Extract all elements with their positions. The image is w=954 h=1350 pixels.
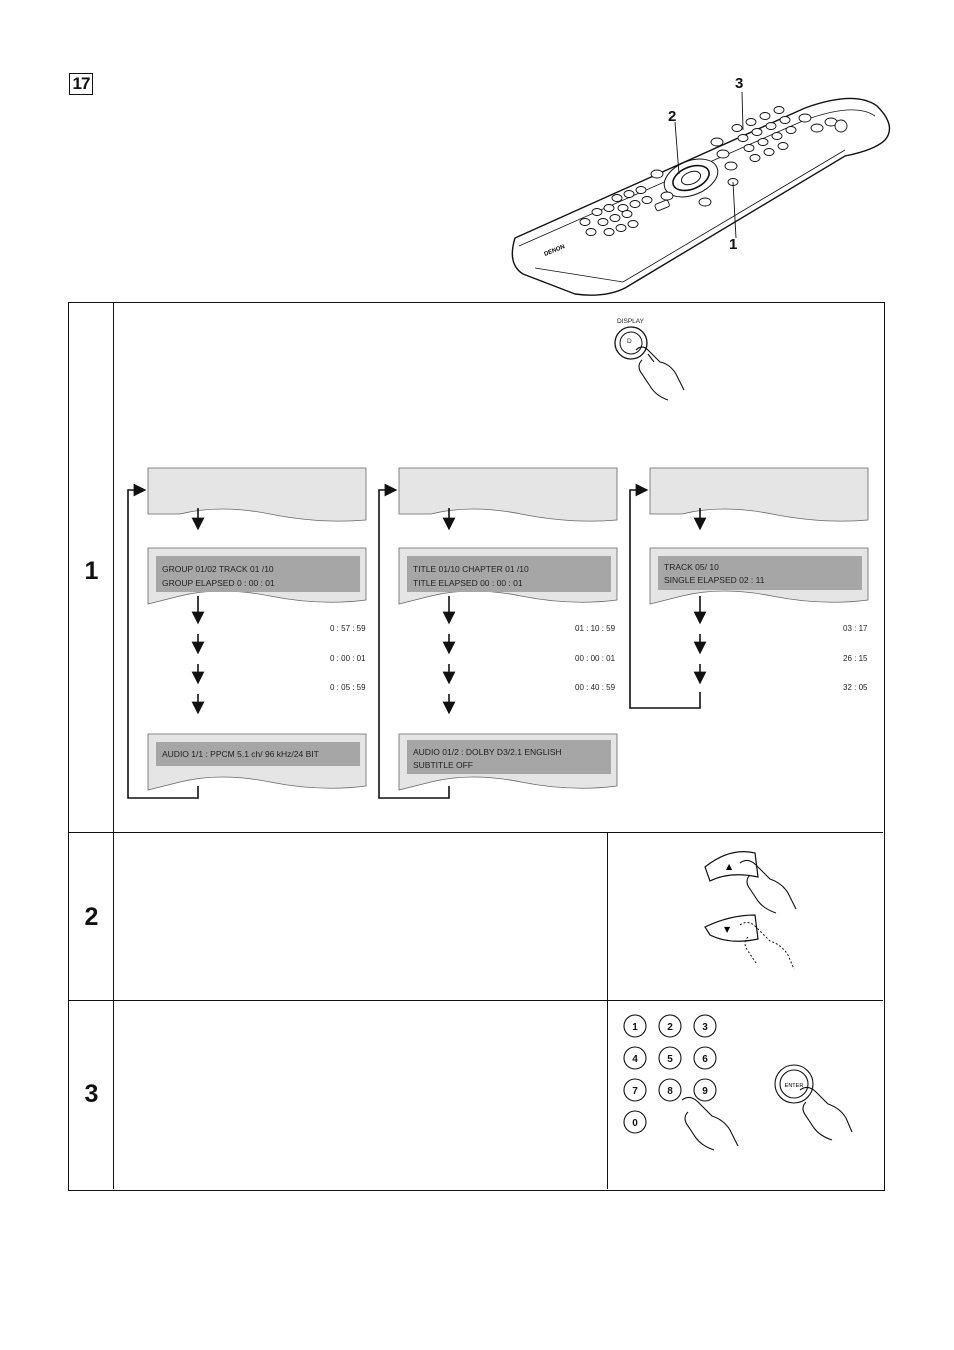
keypad-label-6: 6 [702, 1054, 708, 1065]
display-button-key: D [627, 338, 632, 345]
down-arrow-icon: ▼ [724, 925, 731, 934]
keypad-key-5 [658, 1046, 682, 1070]
down-pressing-finger [739, 921, 795, 970]
pressing-finger [635, 346, 685, 401]
keypad-key-1 [623, 1014, 647, 1038]
display-button-inner [619, 331, 643, 355]
enter-button-inner [779, 1069, 809, 1099]
col1-screen1-line1: GROUP 01/02 TRACK 01 /10 [162, 564, 274, 574]
enter-pressing-finger [799, 1086, 853, 1141]
remote-body [511, 97, 891, 296]
col3-time-3: 32 : 05 [843, 683, 868, 692]
keypad-label-1: 1 [632, 1022, 638, 1033]
up-arrow-icon: ▲ [726, 862, 733, 871]
keypad-label-7: 7 [632, 1086, 638, 1097]
keypad-label-8: 8 [667, 1086, 673, 1097]
col3-screen1-line2: SINGLE ELAPSED 02 : 11 [664, 575, 765, 585]
keypad-key-4 [623, 1046, 647, 1070]
cursor-up-button [704, 851, 759, 882]
col1-lcd-1 [156, 556, 360, 592]
keypad-key-8 [658, 1078, 682, 1102]
keypad-key-0 [623, 1110, 647, 1134]
image-column-divider [607, 832, 608, 1189]
col1-screen2-line1: AUDIO 1/1 : PPCM 5.1 ch/ 96 kHz/24 BIT [162, 749, 319, 759]
row-divider-1 [69, 832, 883, 833]
col2-screen2-line2: SUBTITLE OFF [413, 760, 473, 770]
cursor-buttons-illustration: ▲ ▼ [704, 851, 797, 970]
col2-screen2-line1: AUDIO 01/2 : DOLBY D3/2.1 ENGLISH [413, 747, 562, 757]
col2-time-3: 00 : 40 : 59 [575, 683, 616, 692]
flow-column-3: TRACK 05/ 10 SINGLE ELAPSED 02 : 11 [629, 467, 869, 709]
keypad-label-3: 3 [702, 1022, 708, 1033]
keypad-pressing-finger [681, 1096, 739, 1151]
display-button-label: DISPLAY [617, 318, 644, 325]
steps-table: 1 2 3 [68, 302, 885, 1191]
keypad-key-7 [623, 1078, 647, 1102]
col3-time-1: 03 : 17 [843, 624, 868, 633]
step-number-3: 3 [84, 1080, 99, 1108]
col1-time-3: 0 : 05 : 59 [330, 683, 366, 692]
col2-screen1-line1: TITLE 01/10 CHAPTER 01 /10 [413, 564, 529, 574]
col1-lcd-2 [156, 742, 360, 766]
col2-lcd-1 [407, 556, 611, 592]
up-pressing-finger [739, 859, 797, 914]
flow-column-1: GROUP 01/02 TRACK 01 /10 GROUP ELAPSED 0… [127, 467, 367, 799]
display-button-illustration [614, 326, 685, 401]
col1-time-2: 0 : 00 : 01 [330, 654, 366, 663]
col2-lcd-2 [407, 740, 611, 774]
callout-3-leader [741, 91, 744, 131]
col3-time-2: 26 : 15 [843, 654, 868, 663]
remote-callout-3: 3 [735, 75, 744, 92]
step-number-2: 2 [84, 903, 99, 931]
col2-screen1-line2: TITLE ELAPSED 00 : 00 : 01 [413, 578, 523, 588]
col2-loop-arrow [378, 483, 450, 799]
keypad-key-6 [693, 1046, 717, 1070]
row-divider-2 [69, 1000, 883, 1001]
display-flow-diagram: GROUP 01/02 TRACK 01 /10 GROUP ELAPSED 0… [127, 467, 869, 799]
keypad-label-5: 5 [667, 1054, 673, 1065]
step-number-column [69, 303, 114, 1189]
remote-buttons [579, 106, 848, 236]
keypad-key-2 [658, 1014, 682, 1038]
callout-1-leader [732, 181, 737, 239]
col1-screen-top [147, 467, 367, 522]
keypad-key-3 [693, 1014, 717, 1038]
keypad-label-9: 9 [702, 1086, 708, 1097]
col2-time-2: 00 : 00 : 01 [575, 654, 616, 663]
step-number-1: 1 [84, 557, 99, 585]
col1-time-1: 0 : 57 : 59 [330, 624, 366, 633]
col3-lcd-1 [658, 556, 862, 590]
remote-control-illustration: DENON [511, 91, 891, 296]
remote-callout-2: 2 [668, 108, 677, 125]
col1-loop-arrow [127, 483, 199, 799]
keypad-label-4: 4 [632, 1054, 638, 1065]
col3-screen-top [649, 467, 869, 522]
col3-screen1-line1: TRACK 05/ 10 [664, 562, 719, 572]
remote-callout-1: 1 [729, 236, 738, 253]
flow-column-2: TITLE 01/10 CHAPTER 01 /10 TITLE ELAPSED… [378, 467, 618, 799]
keypad-label-2: 2 [667, 1022, 673, 1033]
dpad-ring [663, 158, 719, 198]
callout-2-leader [674, 121, 680, 175]
col3-loop-arrow [629, 483, 701, 709]
keypad-key-9 [693, 1078, 717, 1102]
enter-button-label: ENTER [785, 1083, 804, 1089]
col2-time-1: 01 : 10 : 59 [575, 624, 616, 633]
figure-number: 17 [69, 73, 93, 95]
keypad-label-0: 0 [632, 1118, 638, 1129]
cursor-down-button [704, 914, 759, 942]
col1-screen1-line2: GROUP ELAPSED 0 : 00 : 01 [162, 578, 275, 588]
col2-screen-top [398, 467, 618, 522]
numeric-keypad-illustration: 1 2 3 4 5 6 7 8 9 0 ENTER [623, 1014, 853, 1151]
